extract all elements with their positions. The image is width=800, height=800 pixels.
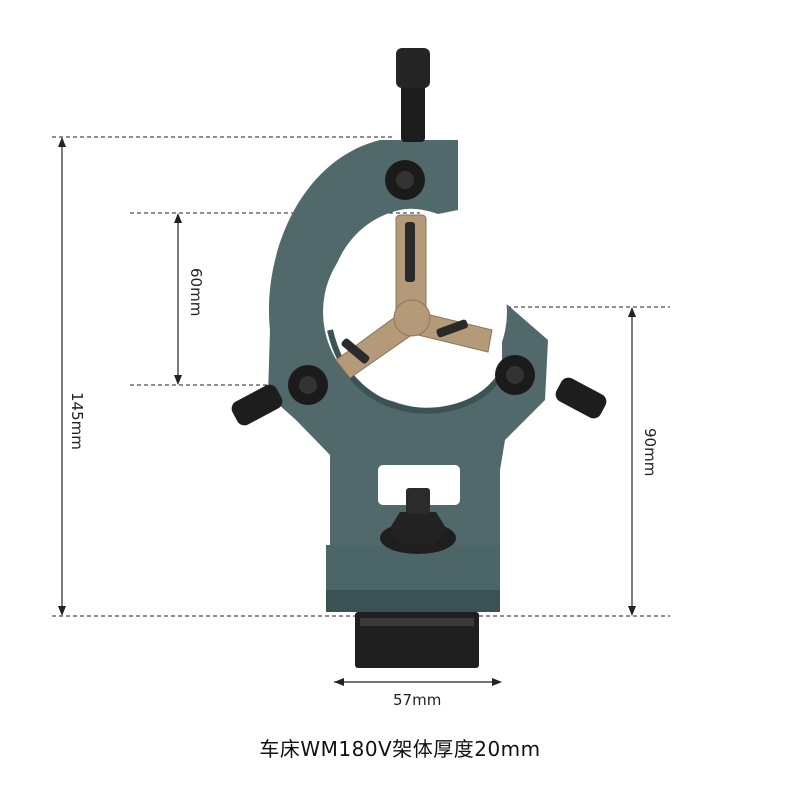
arrow [628, 307, 636, 317]
left-knob [231, 384, 283, 426]
jaw-slots [341, 222, 468, 364]
bolt-right-center [506, 366, 524, 384]
arrow [492, 678, 502, 686]
ring-gap [458, 214, 505, 300]
bolt-left-center [299, 376, 317, 394]
steady-rest [231, 48, 607, 668]
arrow [58, 606, 66, 616]
arrow [174, 375, 182, 385]
arrow [334, 678, 344, 686]
frame-body [268, 140, 548, 545]
clamp-bar-highlight [360, 618, 474, 626]
base-block-shadow [326, 590, 500, 612]
arrow [628, 606, 636, 616]
base-window [378, 465, 460, 505]
slot [341, 338, 370, 364]
base-to-center-label: 90mm [641, 428, 659, 476]
bolt-top-center [396, 171, 414, 189]
bore-diameter-label: 60mm [187, 268, 205, 316]
arrow [174, 213, 182, 223]
jaw-hub [393, 299, 431, 337]
slot [405, 222, 415, 282]
total-height-label: 145mm [68, 392, 86, 450]
base-width-label: 57mm [393, 691, 441, 709]
arrow [58, 137, 66, 147]
top-rod-knurl [396, 48, 430, 88]
bolts [288, 160, 535, 405]
clamp-stud [406, 488, 430, 514]
caption: 车床WM180V架体厚度20mm [259, 737, 541, 761]
right-knob [555, 377, 607, 419]
slot [436, 319, 468, 338]
dimension-arrows [58, 137, 636, 686]
clamp-nut [390, 512, 446, 544]
